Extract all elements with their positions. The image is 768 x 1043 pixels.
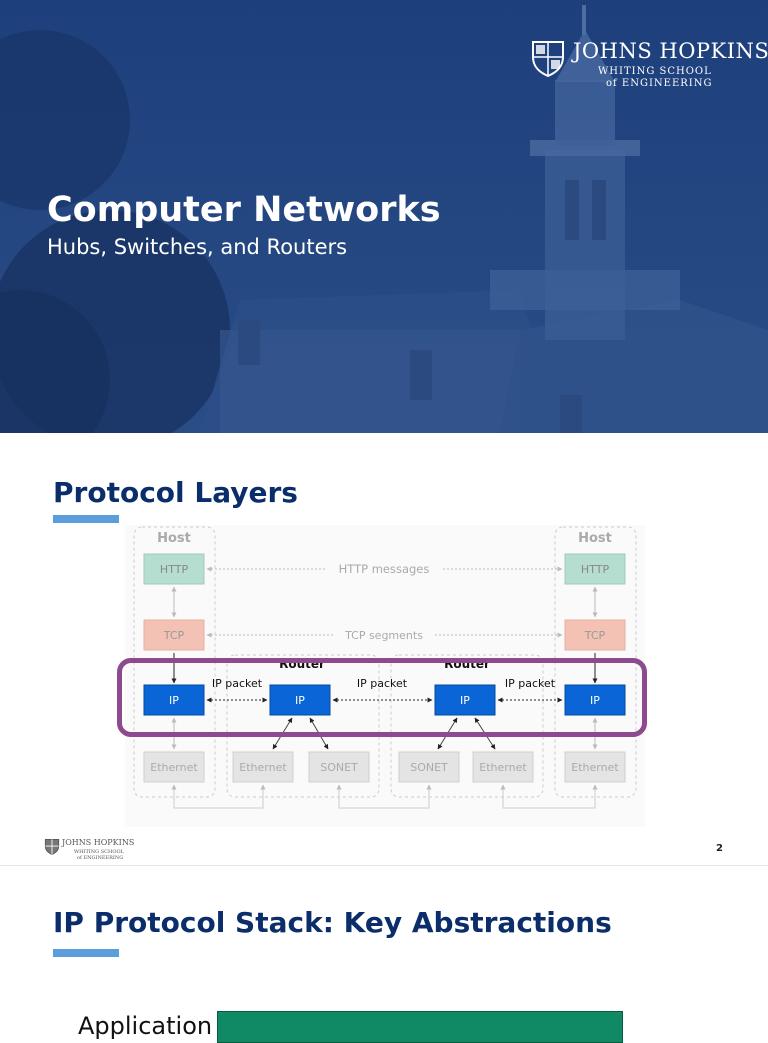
tcp-segments-label: TCP segments [344, 629, 423, 642]
ip-packet-label-3: IP packet [505, 677, 556, 690]
slide-title: Computer Networks [47, 190, 441, 230]
router-2-container [390, 654, 544, 798]
physical-link-3 [500, 784, 598, 809]
http-box-right [564, 553, 626, 585]
ethernet-box-4 [564, 751, 626, 783]
logo-engineering-line: of ENGINEERING [606, 78, 713, 89]
ip-layer-highlight [117, 658, 647, 737]
ethernet-box-2 [232, 751, 294, 783]
footer-logo-school-line: WHITING SCHOOL [74, 849, 124, 855]
ip-box-router-1 [269, 684, 331, 716]
physical-link-2 [336, 784, 432, 809]
johns-hopkins-logo: JOHNS HOPKINS WHITING SCHOOL of ENGINEER… [530, 38, 768, 94]
host-left-label: Host [157, 531, 191, 546]
router-1-container [226, 654, 380, 798]
host-right-label: Host [578, 531, 612, 546]
ethernet-label-4: Ethernet [571, 761, 619, 774]
application-layer-label: Application [78, 1012, 213, 1040]
protocol-layers-slide: Protocol Layers Host Host HTTP [0, 433, 768, 865]
http-box-left [143, 553, 205, 585]
sonet-box-2 [398, 751, 460, 783]
ethernet-label-3: Ethernet [479, 761, 527, 774]
accent-underline [53, 949, 119, 957]
ethernet-box-1 [143, 751, 205, 783]
campus-background-image [0, 0, 768, 433]
ip-box-router-2 [434, 684, 496, 716]
ip-label-2: IP [295, 694, 305, 707]
page-number: 2 [716, 843, 723, 854]
ethernet-box-3 [472, 751, 534, 783]
tcp-box-right [564, 619, 626, 651]
footer-logo-engineering-line: of ENGINEERING [77, 855, 124, 861]
sonet-box-1 [308, 751, 370, 783]
title-slide: JOHNS HOPKINS WHITING SCHOOL of ENGINEER… [0, 0, 768, 433]
ip-box-host-right [564, 684, 626, 716]
logo-school-line: WHITING SCHOOL [598, 66, 712, 77]
accent-underline [53, 515, 119, 523]
sonet-label-1: SONET [320, 761, 358, 774]
http-messages-label: HTTP messages [339, 562, 430, 576]
slide-heading: Protocol Layers [53, 476, 298, 509]
footer-logo: JOHNS HOPKINS WHITING SCHOOL of ENGINEER… [44, 837, 144, 863]
shield-icon [532, 41, 564, 77]
protocol-layers-diagram: Host Host HTTP HTTP HTTP messages TCP TC… [125, 525, 645, 827]
ethernet-label-2: Ethernet [239, 761, 287, 774]
ip-packet-label-1: IP packet [212, 677, 263, 690]
http-label-left: HTTP [160, 563, 189, 576]
footer-logo-name: JOHNS HOPKINS [62, 838, 135, 847]
ethernet-label-1: Ethernet [150, 761, 198, 774]
ip-label-3: IP [460, 694, 470, 707]
tcp-label-right: TCP [584, 629, 606, 642]
logo-name: JOHNS HOPKINS [573, 39, 768, 63]
shield-icon [44, 838, 60, 855]
tcp-label-left: TCP [163, 629, 185, 642]
ip-stack-slide: IP Protocol Stack: Key Abstractions Appl… [0, 865, 768, 1043]
sonet-label-2: SONET [410, 761, 448, 774]
physical-link-1 [171, 784, 266, 809]
tcp-box-left [143, 619, 205, 651]
application-layer-box [217, 1011, 623, 1043]
http-label-right: HTTP [581, 563, 610, 576]
ip-box-host-left [143, 684, 205, 716]
ip-packet-label-2: IP packet [357, 677, 408, 690]
ip-label-1: IP [169, 694, 179, 707]
slide-heading: IP Protocol Stack: Key Abstractions [53, 906, 612, 939]
ip-label-4: IP [590, 694, 600, 707]
slide-subtitle: Hubs, Switches, and Routers [47, 235, 348, 259]
